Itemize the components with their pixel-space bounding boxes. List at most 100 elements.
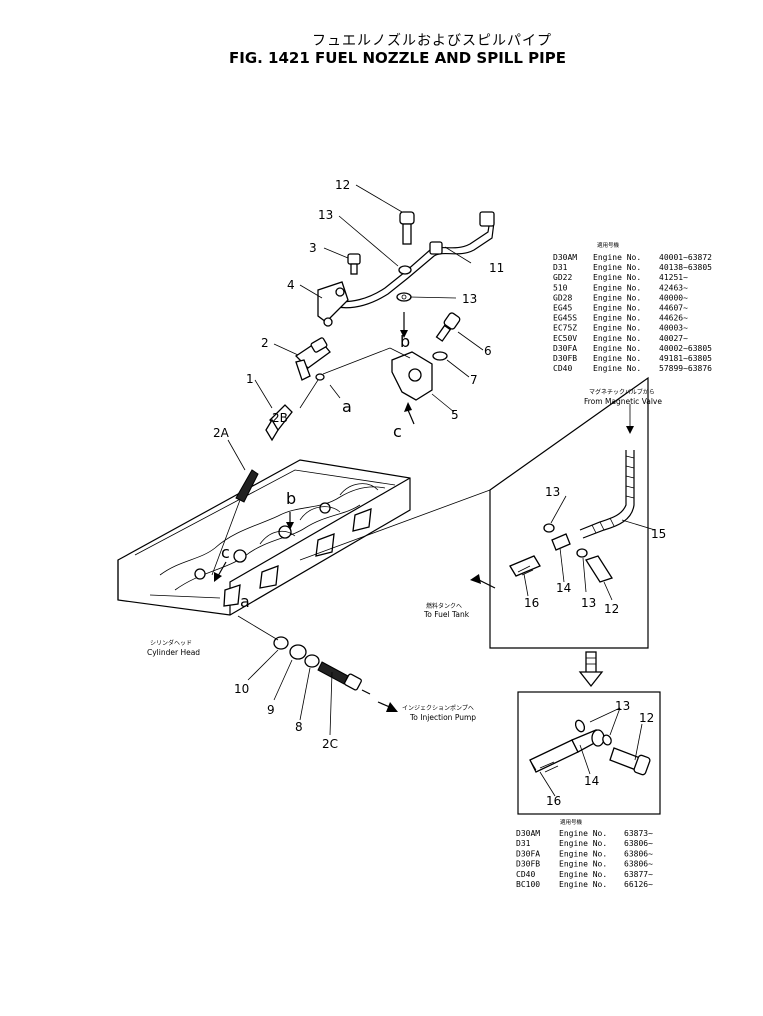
serial-row-label: Engine No.: [593, 344, 641, 353]
callout-1: 1: [246, 372, 254, 386]
callout-2A: 2A: [213, 426, 230, 440]
nozzle-2A: [211, 469, 259, 576]
v1-callout-13a: 13: [545, 485, 560, 499]
serial-row-model: EG45S: [553, 314, 577, 323]
spill-pipe-box-1: [489, 376, 656, 649]
serial-row-range: 40003~: [659, 324, 688, 333]
leader-lines-lower: [214, 439, 496, 736]
nozzle-holder-1: [265, 404, 293, 442]
serial-row-range: 40001~63872: [659, 253, 712, 262]
serial-row-label: Engine No.: [593, 293, 641, 302]
callout-13: 13: [318, 208, 333, 222]
fuel-tank-jp: 燃料タンクへ: [426, 602, 462, 610]
callout-2B: 2B: [272, 411, 288, 425]
serial-row-label: Engine No.: [593, 364, 641, 373]
callout-11: 11: [489, 261, 504, 275]
v2-callout-16: 16: [546, 794, 561, 808]
serial-row-range: 40000~: [659, 293, 688, 302]
v1-callout-14: 14: [556, 581, 571, 595]
letter-a-upper: a: [342, 397, 352, 416]
callout-2: 2: [261, 336, 269, 350]
injection-pump-en: To Injection Pump: [409, 713, 476, 722]
serial-row-range: 63873~: [624, 829, 653, 838]
magnetic-valve-en: From Magnetic Valve: [584, 397, 662, 406]
v1-callout-15: 15: [651, 527, 666, 541]
letter-b-upper: b: [400, 332, 410, 351]
serial-row-model: GD28: [553, 293, 572, 302]
bolt-6: [435, 312, 461, 342]
v1-callout-16: 16: [524, 596, 539, 610]
serial-row-model: D30FA: [516, 849, 540, 858]
injection-pump-jp: インジェクションポンプへ: [402, 704, 474, 712]
serial-row-model: D30AM: [516, 829, 540, 838]
callout-3: 3: [309, 241, 317, 255]
serial-row-model: D30FB: [553, 354, 577, 363]
serial-row-label: Engine No.: [593, 354, 641, 363]
fuel-pipe-11: [329, 211, 495, 309]
callout-6: 6: [484, 344, 492, 358]
serial-row-range: 66126~: [624, 880, 653, 889]
serial-row-range: 42463~: [659, 283, 688, 292]
serial-row-range: 40002~63805: [659, 344, 712, 353]
serial-row-model: D31: [553, 263, 568, 272]
serial-row-label: Engine No.: [593, 283, 641, 292]
serial-row-range: 40138~63805: [659, 263, 712, 272]
bracket-5: [391, 351, 433, 401]
serial-table-2-header: 適用号機: [560, 818, 583, 826]
fuel-nozzle-2: [294, 337, 331, 381]
serial-row-range: 63806~: [624, 849, 653, 858]
serial-row-model: EC50V: [553, 334, 577, 343]
letter-c-lower: c: [221, 543, 230, 562]
serial-row-model: D30FA: [553, 344, 577, 353]
callout-8: 8: [295, 720, 303, 734]
v2-callout-13: 13: [615, 699, 630, 713]
bolt-12: [399, 211, 415, 245]
serial-row-model: EC75Z: [553, 324, 577, 333]
v1-callout-12: 12: [604, 602, 619, 616]
annotation-notes: マグネチックバルブから From Magnetic Valve 燃料タンクへ T…: [147, 388, 662, 722]
serial-row-model: CD40: [516, 870, 535, 879]
callout-2C: 2C: [322, 737, 338, 751]
bolt-3: [347, 253, 361, 275]
transition-arrow: [578, 651, 604, 688]
serial-row-label: Engine No.: [593, 304, 641, 313]
serial-row-model: BC100: [516, 880, 540, 889]
serial-row-label: Engine No.: [559, 860, 607, 869]
leader-lines-upper: [254, 184, 484, 425]
serial-row-label: Engine No.: [593, 253, 641, 262]
washer-7: [432, 351, 448, 361]
callout-9: 9: [267, 703, 275, 717]
v2-callout-12: 12: [639, 711, 654, 725]
serial-row-label: Engine No.: [559, 880, 607, 889]
v2-callout-14: 14: [584, 774, 599, 788]
callout-13b: 13: [462, 292, 477, 306]
serial-row-model: CD40: [553, 364, 572, 373]
spill-connector-2C: [273, 636, 371, 695]
serial-row-label: Engine No.: [593, 263, 641, 272]
serial-table-1-header: 適用号機: [597, 241, 620, 249]
reference-letters: a b c a b c: [221, 332, 410, 611]
o-ring-2B: [315, 373, 325, 381]
serial-row-range: 63806~: [624, 839, 653, 848]
title-english: FIG. 1421 FUEL NOZZLE AND SPILL PIPE: [229, 49, 566, 67]
callout-7: 7: [470, 373, 478, 387]
v1-callout-13b: 13: [581, 596, 596, 610]
serial-row-range: 44626~: [659, 314, 688, 323]
serial-row-label: Engine No.: [593, 314, 641, 323]
title-japanese: フュエルノズルおよびスピルパイプ: [312, 33, 552, 49]
fuel-tank-en: To Fuel Tank: [423, 610, 470, 619]
gasket-13-upper: [396, 265, 412, 302]
serial-row-range: 49181~63805: [659, 354, 712, 363]
serial-row-label: Engine No.: [593, 324, 641, 333]
callout-12: 12: [335, 178, 350, 192]
serial-row-label: Engine No.: [593, 273, 641, 282]
magnetic-valve-jp: マグネチックバルブから: [589, 388, 655, 396]
letter-c-upper: c: [393, 422, 402, 441]
clamp-4: [317, 281, 349, 327]
